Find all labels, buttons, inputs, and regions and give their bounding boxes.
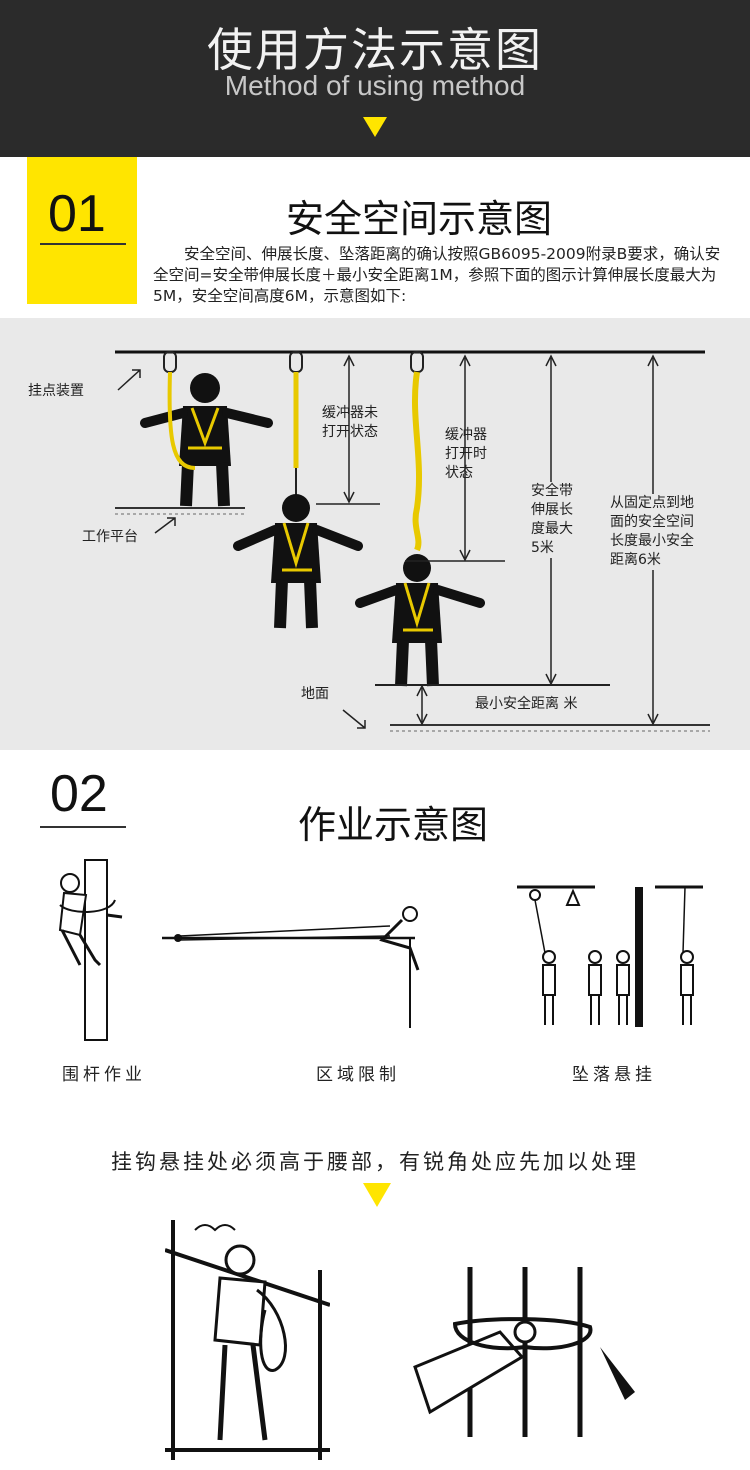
pole-work-illustration bbox=[58, 859, 123, 1041]
page-title: 使用方法示意图 bbox=[207, 23, 543, 77]
caption-area-restriction: 区域限制 bbox=[316, 1065, 400, 1085]
safety-space-illustration bbox=[115, 350, 710, 732]
label-ground: 地面 bbox=[301, 686, 329, 702]
sharp-edge-protection-illustration bbox=[413, 1267, 635, 1437]
section1-number: 01 bbox=[48, 185, 106, 243]
section1-paragraph: 安全空间、伸展长度、坠落距离的确认按照GB6095-2009附录B要求，确认安全… bbox=[153, 245, 721, 305]
label-anchor: 挂点装置 bbox=[28, 383, 84, 399]
down-triangle-icon bbox=[363, 117, 387, 137]
hook-height-note: 挂钩悬挂处必须高于腰部，有锐角处应先加以处理 bbox=[111, 1150, 639, 1174]
fall-arrest-illustration bbox=[517, 885, 703, 1027]
section2-title: 作业示意图 bbox=[298, 803, 489, 847]
section-number-box bbox=[27, 157, 137, 304]
label-min-safe-distance: 最小安全距离 米 bbox=[475, 696, 578, 712]
label-platform: 工作平台 bbox=[82, 529, 138, 545]
caption-fall-arrest: 坠落悬挂 bbox=[572, 1065, 656, 1085]
page-subtitle: Method of using method bbox=[224, 70, 526, 101]
area-restriction-illustration bbox=[162, 906, 420, 1028]
section2-number: 02 bbox=[50, 765, 108, 823]
section1-number-underline bbox=[40, 243, 126, 245]
label-distance: 从固定点到地面的安全空间长度最小安全距离6米 bbox=[610, 494, 694, 570]
section1-title: 安全空间示意图 bbox=[286, 197, 553, 241]
section2-number-underline bbox=[40, 826, 126, 828]
caption-pole-work: 围杆作业 bbox=[62, 1065, 146, 1085]
label-buffer-closed: 缓冲器未打开状态 bbox=[322, 405, 378, 440]
hook-above-waist-illustration bbox=[165, 1220, 330, 1460]
down-triangle-icon bbox=[363, 1183, 391, 1207]
label-buffer-open: 缓冲器打开时状态 bbox=[445, 427, 487, 481]
safety-space-diagram: 挂点装置 工作平台 地面 缓冲器未打开状态 缓冲器打开时状态 安全带伸展长度最大… bbox=[0, 318, 750, 750]
